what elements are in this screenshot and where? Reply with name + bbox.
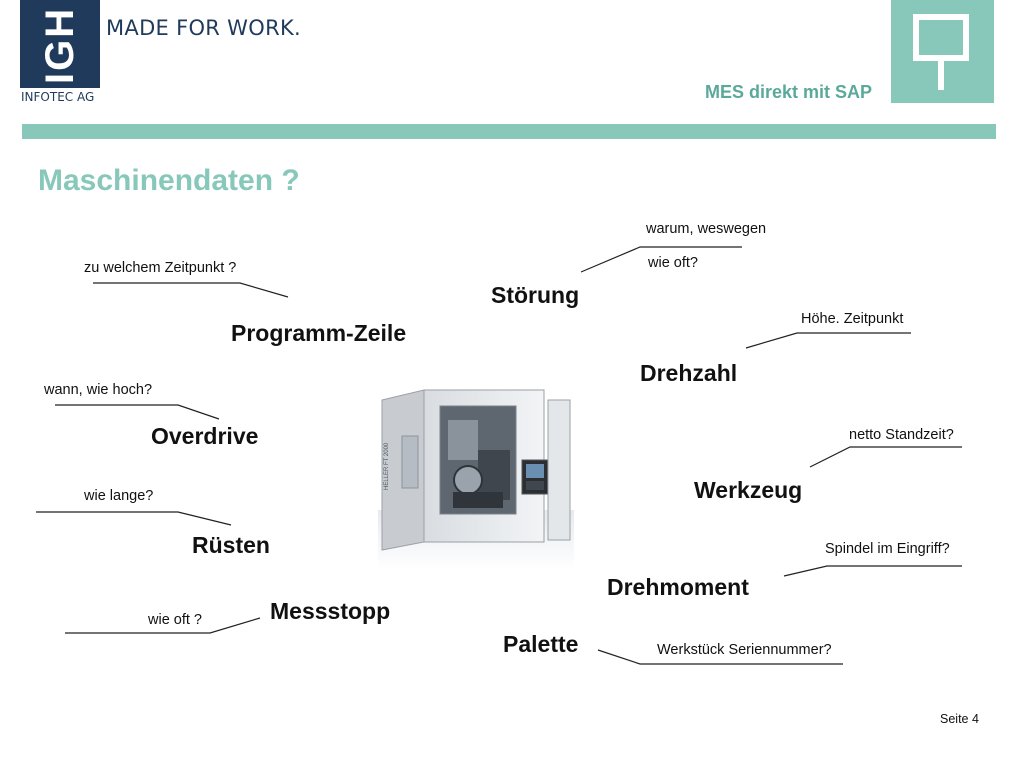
term-messstopp: Messstopp xyxy=(270,598,391,624)
company-logo: IGH xyxy=(20,0,100,88)
term-palette: Palette xyxy=(503,631,579,657)
line-messstopp xyxy=(65,617,261,634)
annotation-wie-lange: wie lange? xyxy=(84,488,154,504)
line-werkzeug xyxy=(809,446,962,468)
term-drehzahl: Drehzahl xyxy=(640,360,738,386)
sign-icon xyxy=(913,14,969,90)
company-name: INFOTEC AG xyxy=(21,90,95,104)
term-overdrive: Overdrive xyxy=(151,423,259,449)
logo-claim: MADE FOR WORK. xyxy=(106,16,302,40)
header-subtitle: MES direkt mit SAP xyxy=(704,82,872,102)
line-ruesten xyxy=(36,511,232,526)
page-title: Maschinendaten ? xyxy=(38,164,300,197)
line-drehmoment xyxy=(783,565,962,577)
line-stoerung xyxy=(580,246,742,273)
annotation-hoehe: Höhe. Zeitpunkt xyxy=(801,311,904,327)
term-stoerung: Störung xyxy=(491,282,580,308)
annotation-werkstueck: Werkstück Seriennummer? xyxy=(657,642,832,658)
page-number: Seite 4 xyxy=(940,712,979,726)
annotation-warum: warum, weswegen xyxy=(646,221,767,237)
term-programm-zeile: Programm-Zeile xyxy=(231,320,407,346)
machine-panel-text: HELLER FT 2000 xyxy=(384,442,390,490)
header-bar xyxy=(22,124,996,139)
term-werkzeug: Werkzeug xyxy=(694,477,803,503)
machine-image: HELLER FT 2000 xyxy=(378,380,574,570)
term-ruesten: Rüsten xyxy=(192,532,270,558)
annotation-netto: netto Standzeit? xyxy=(849,427,954,443)
line-zeitpunkt xyxy=(93,282,289,298)
term-drehmoment: Drehmoment xyxy=(607,574,749,600)
annotation-zeitpunkt: zu welchem Zeitpunkt ? xyxy=(84,260,237,276)
line-palette xyxy=(597,649,843,665)
line-drehzahl xyxy=(745,332,911,349)
line-overdrive xyxy=(55,404,220,420)
brand-square xyxy=(891,0,994,103)
annotation-wie-oft-2: wie oft ? xyxy=(148,612,202,628)
annotation-wie-oft: wie oft? xyxy=(648,255,698,271)
annotation-spindel: Spindel im Eingriff? xyxy=(825,541,950,557)
annotation-wann: wann, wie hoch? xyxy=(44,382,153,398)
